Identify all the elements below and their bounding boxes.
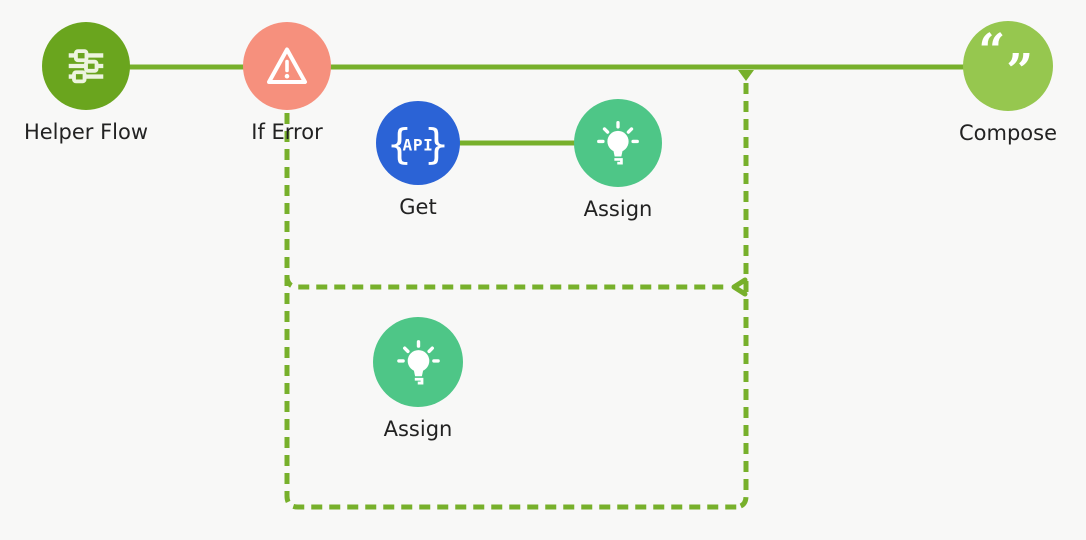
branch-middle-line bbox=[284, 275, 728, 290]
branch-right-outline bbox=[734, 83, 749, 510]
lightbulb-icon bbox=[396, 339, 440, 384]
node-label: Helper Flow bbox=[23, 120, 149, 144]
node-circle[interactable] bbox=[243, 22, 331, 110]
node-circle[interactable] bbox=[42, 22, 130, 110]
node-compose[interactable]: “ ” Compose bbox=[938, 21, 1078, 146]
node-label: Get bbox=[399, 195, 437, 219]
api-brace-left: { bbox=[387, 120, 412, 168]
api-braces-icon: { } API bbox=[387, 120, 449, 168]
node-label: Assign bbox=[383, 417, 453, 441]
node-circle[interactable]: { } API bbox=[376, 101, 460, 185]
node-assign-1[interactable]: Assign bbox=[548, 99, 688, 222]
node-label: If Error bbox=[251, 120, 323, 144]
node-if-error[interactable]: If Error bbox=[217, 22, 357, 145]
node-circle[interactable] bbox=[574, 99, 662, 187]
node-helper-flow[interactable]: Helper Flow bbox=[16, 22, 156, 145]
api-brace-right: } bbox=[424, 120, 449, 168]
node-label: Compose bbox=[958, 121, 1057, 145]
api-icon-text: API bbox=[403, 135, 434, 154]
node-assign-2[interactable]: Assign bbox=[348, 317, 488, 442]
node-circle[interactable] bbox=[373, 317, 463, 407]
branch-left-outline bbox=[284, 113, 737, 510]
close-quote-glyph: ” bbox=[1006, 44, 1033, 99]
node-get[interactable]: { } API Get bbox=[348, 101, 488, 220]
arrowhead-left-icon bbox=[731, 277, 748, 297]
node-label: Assign bbox=[583, 197, 653, 221]
sliders-icon bbox=[68, 49, 104, 84]
warning-triangle-icon bbox=[267, 47, 307, 84]
lightbulb-icon bbox=[597, 121, 639, 165]
arrowhead-down-icon bbox=[738, 70, 754, 81]
quotes-icon: “ ” bbox=[978, 24, 1033, 99]
open-quote-glyph: “ bbox=[978, 24, 1005, 79]
node-circle[interactable]: “ ” bbox=[963, 21, 1053, 111]
